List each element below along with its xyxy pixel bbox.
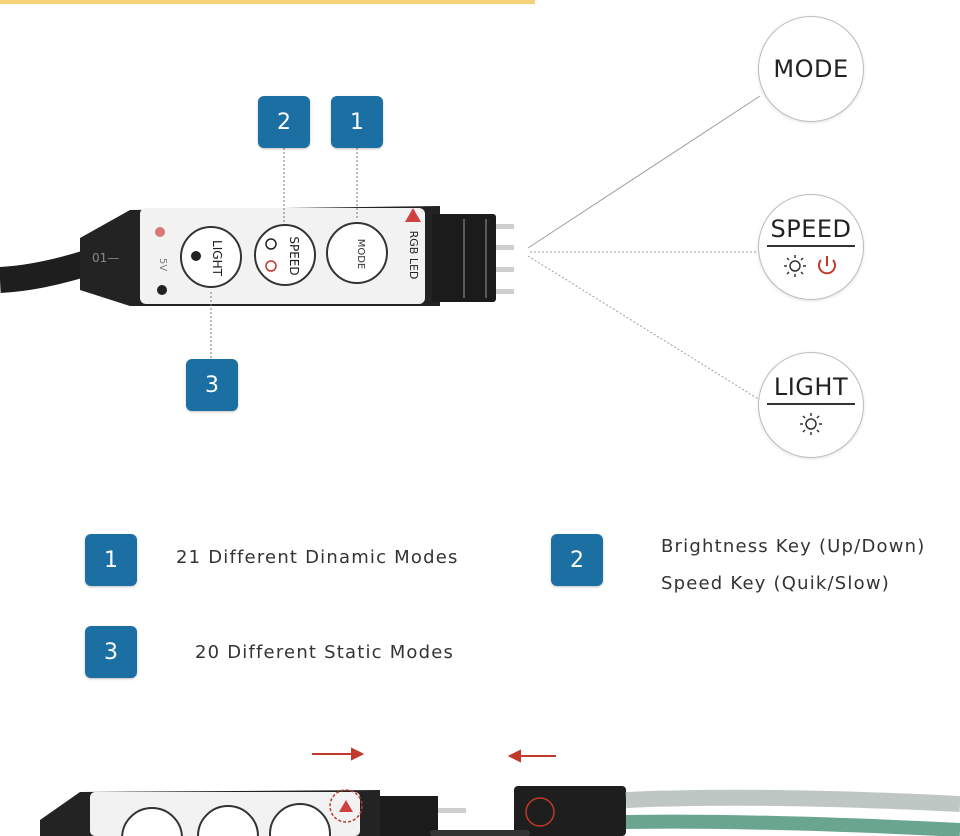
light-callout-underline (767, 403, 855, 405)
bottom-light-button (121, 807, 183, 836)
controller-illustration: 01— 5V LIGHT SPEED MODE RGB LED (0, 95, 761, 401)
badge-3-light: 3 (186, 359, 238, 411)
legend-text-1: 21 Different Dinamic Modes (176, 547, 459, 568)
light-button-sun-icon (191, 251, 201, 261)
speed-callout: SPEED (758, 194, 864, 300)
bottom-speed-button (197, 805, 259, 836)
plus-mark (155, 227, 165, 237)
insert-arrow-left-icon (507, 749, 556, 763)
svg-text:01—: 01— (92, 251, 119, 265)
insert-arrow-right-icon (312, 747, 365, 761)
light-button-label: LIGHT (210, 240, 224, 277)
light-button (180, 226, 242, 288)
legend-badge-1: 1 (85, 534, 137, 586)
badge-2-speed: 2 (258, 96, 310, 148)
speed-callout-underline (767, 245, 855, 247)
callout-leader-lines (527, 95, 761, 401)
connector-pins (496, 224, 514, 294)
mode-button-label: MODE (355, 239, 366, 270)
light-callout-label: LIGHT (773, 373, 849, 401)
svg-text:5V: 5V (157, 258, 168, 271)
bottom-strip-highlight (430, 830, 530, 836)
bottom-connection-illustration (40, 747, 960, 836)
female-connector (514, 786, 626, 836)
legend-text-3: 20 Different Static Modes (195, 642, 455, 663)
rgb-led-label: RGB LED (407, 231, 420, 280)
bottom-connector-housing (380, 796, 438, 836)
top-accent-bar (0, 0, 535, 4)
female-connector-mark (525, 797, 555, 827)
brightness-sun-icon (784, 255, 806, 277)
speed-callout-icons (784, 255, 836, 277)
warning-triangle-icon (405, 208, 421, 222)
minus-mark (157, 285, 167, 295)
mode-callout: MODE (758, 16, 864, 122)
speed-callout-label: SPEED (770, 215, 852, 243)
legend-text-2a: Brightness Key (Up/Down) (661, 536, 926, 557)
legend-badge-2: 2 (551, 534, 603, 586)
mode-callout-label: MODE (773, 55, 849, 83)
bottom-warning-highlight (329, 789, 363, 823)
speed-button-power-icon (265, 260, 277, 272)
speed-button (254, 224, 316, 286)
speed-button-label: SPEED (287, 236, 301, 275)
light-callout: LIGHT (758, 352, 864, 458)
light-sun-icon (800, 413, 822, 435)
power-cable (0, 249, 94, 293)
bottom-mode-button (269, 803, 331, 836)
mode-button (326, 222, 388, 284)
power-icon (818, 256, 836, 275)
badge-1-mode: 1 (331, 96, 383, 148)
legend-badge-3: 3 (85, 626, 137, 678)
rgb-wires (625, 789, 960, 812)
legend-text-2b: Speed Key (Quik/Slow) (661, 573, 890, 594)
speed-button-sun-icon (265, 238, 277, 250)
bottom-warning-triangle-icon (339, 800, 353, 812)
badge-leader-lines (210, 148, 358, 360)
